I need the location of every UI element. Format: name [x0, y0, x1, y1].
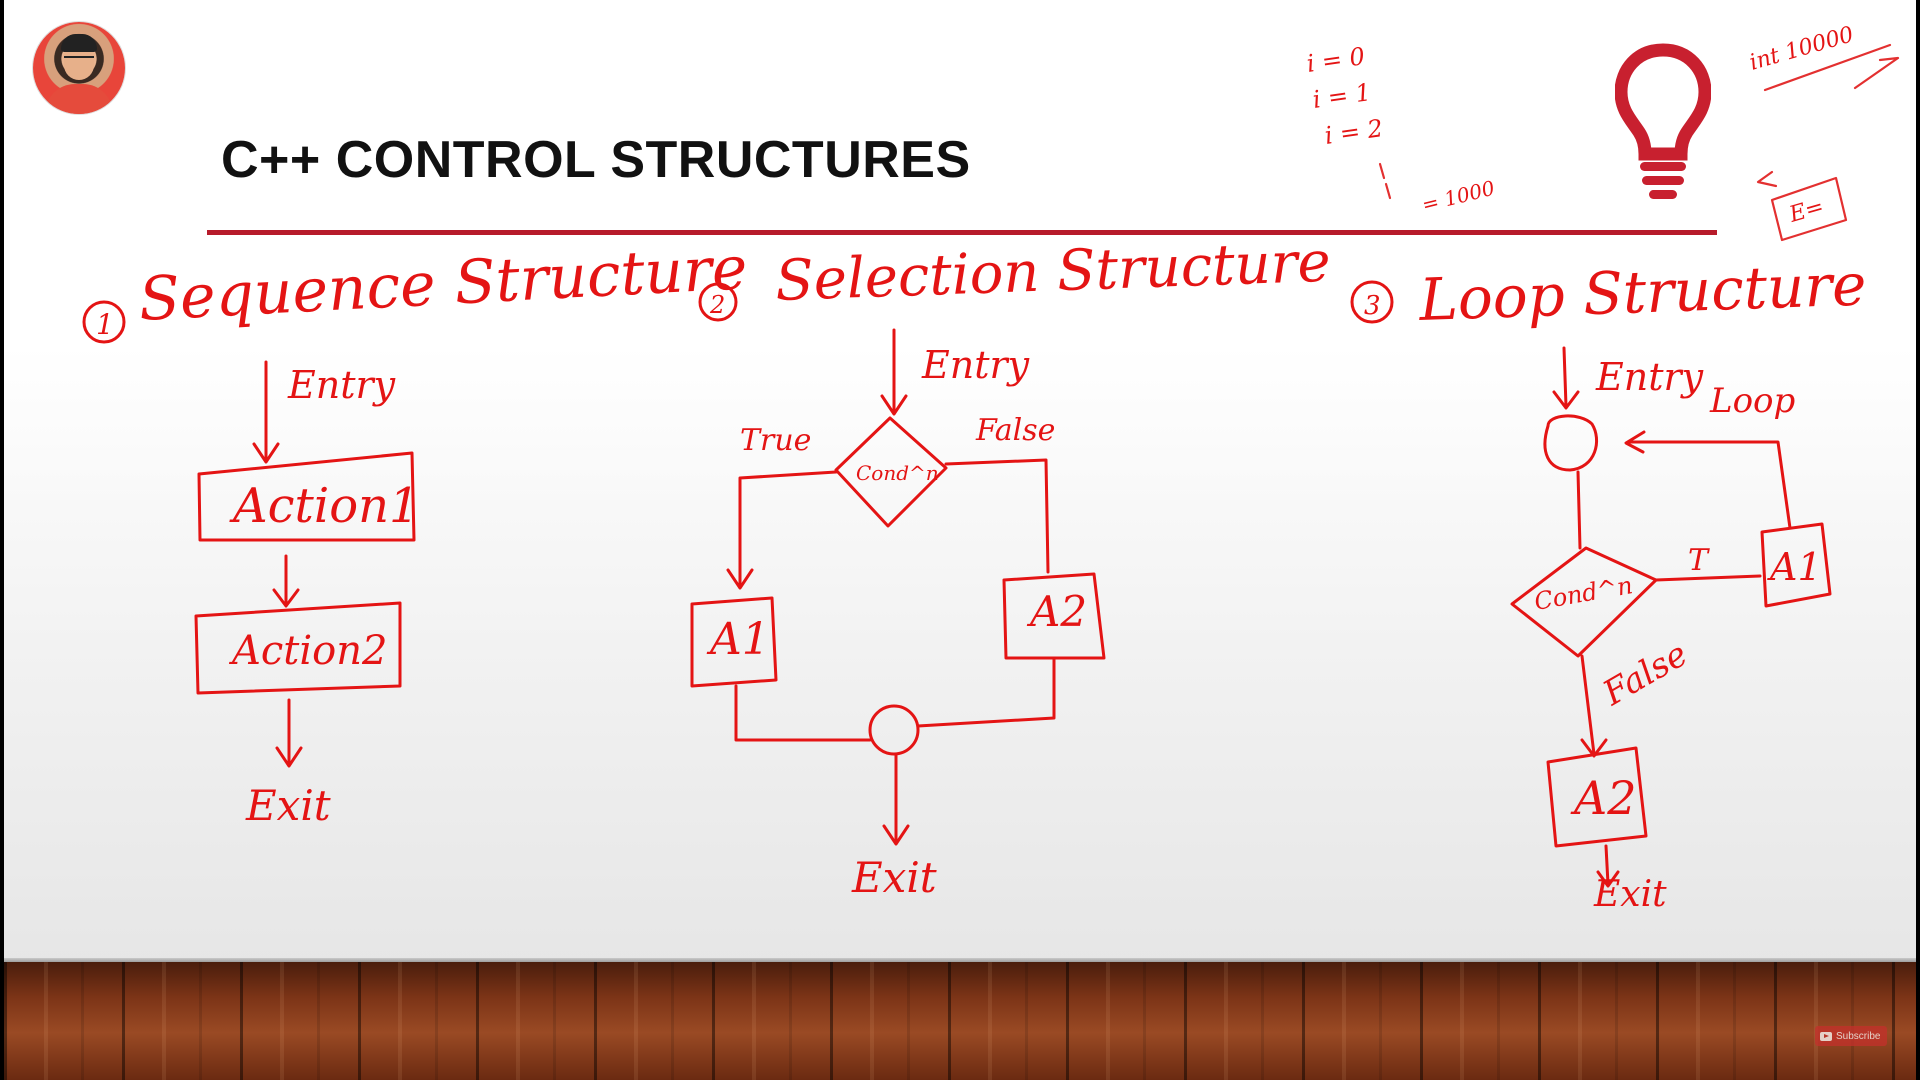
scribble-box — [1770, 176, 1848, 242]
selection-structure: 2 Selection Structure Entry Cond^n True … — [690, 230, 1332, 902]
loop-false-label: False — [1596, 634, 1695, 714]
scribble-lt — [1756, 170, 1778, 188]
selection-condition: Cond^n — [856, 461, 939, 485]
loop-true-label: T — [1688, 543, 1710, 578]
scribble-i1: i = 1 — [1311, 78, 1373, 114]
loop-entry-arrow — [1552, 346, 1580, 410]
sequence-entry-arrow — [252, 360, 280, 464]
selection-false-label: False — [975, 413, 1055, 448]
loop-node-to-cond — [1576, 470, 1582, 550]
number-2: 2 — [709, 291, 725, 319]
selection-exit-arrow — [882, 752, 910, 846]
lightbulb-icon — [1615, 43, 1711, 199]
action2-box — [194, 601, 402, 695]
loop-condition-diamond — [1510, 546, 1658, 658]
presenter-avatar — [33, 22, 125, 114]
loop-a1-box — [1760, 522, 1832, 608]
title-underline — [207, 230, 1717, 235]
selection-a1: A1 — [706, 614, 770, 665]
sequence-structure: 1 Sequence Structure Entry Action1 Actio… — [82, 233, 749, 830]
selection-join-circle — [868, 704, 920, 756]
number-3: 3 — [1364, 291, 1381, 321]
selection-a2-join — [916, 656, 1056, 728]
loop-back-arrow — [1624, 430, 1792, 530]
subscribe-label: Subscribe — [1836, 1030, 1881, 1042]
selection-condition-diamond — [834, 416, 948, 528]
selection-exit: Exit — [851, 853, 937, 902]
sequence-entry: Entry — [287, 363, 396, 407]
action2-label: Action2 — [228, 628, 387, 674]
sequence-arrow-2 — [272, 554, 300, 608]
selection-entry: Entry — [921, 343, 1030, 387]
scribble-int: int 10000 — [1747, 22, 1857, 76]
floor-edge — [4, 958, 1916, 964]
loop-join-node — [1543, 414, 1599, 472]
selection-a1-join — [734, 684, 872, 742]
scribble-i0: i = 0 — [1305, 42, 1367, 78]
loop-a2: A2 — [1570, 771, 1637, 825]
scribble-arrow — [1763, 43, 1900, 92]
selection-entry-arrow — [880, 328, 908, 416]
scribble-notes: i = 0 i = 1 i = 2 = 1000 int 10000 E= — [1305, 22, 1900, 242]
scribble-dots — [1378, 162, 1392, 200]
slide-title: C++ CONTROL STRUCTURES — [221, 131, 971, 189]
loop-entry: Entry — [1595, 355, 1704, 399]
selection-a2-box — [1002, 572, 1106, 660]
selection-a1-box — [690, 596, 778, 688]
loop-exit: Exit — [1593, 874, 1667, 915]
action1-label: Action1 — [229, 478, 420, 534]
number-1: 1 — [96, 308, 114, 341]
number-circle-3 — [1350, 280, 1394, 324]
scribble-eq: E= — [1786, 194, 1827, 228]
scribble-i2: i = 2 — [1323, 114, 1385, 150]
number-circle-2 — [698, 282, 738, 322]
loop-a1: A1 — [1767, 545, 1822, 589]
selection-heading: Selection Structure — [774, 230, 1331, 314]
number-circle-1 — [82, 300, 126, 344]
loop-a2-box — [1546, 746, 1648, 848]
sequence-heading: Sequence Structure — [137, 233, 749, 335]
loop-structure: 3 Loop Structure Entry Loop Cond^n T A1 … — [1350, 250, 1867, 915]
selection-a2: A2 — [1026, 587, 1087, 636]
selection-true-label: True — [740, 423, 811, 458]
selection-false-branch — [944, 458, 1050, 574]
youtube-icon — [1820, 1031, 1832, 1041]
loop-exit-arrow — [1596, 844, 1620, 888]
subscribe-button[interactable]: Subscribe — [1815, 1026, 1888, 1046]
loop-false-arrow — [1580, 654, 1608, 758]
sequence-exit-arrow — [275, 698, 303, 768]
sequence-exit: Exit — [245, 781, 331, 830]
loop-true-branch — [1654, 574, 1762, 582]
action1-box — [197, 451, 416, 542]
loop-heading: Loop Structure — [1417, 250, 1867, 334]
wooden-floor — [4, 962, 1916, 1080]
loop-label: Loop — [1709, 381, 1795, 421]
selection-true-branch — [726, 470, 838, 590]
scribble-i1000: = 1000 — [1419, 176, 1497, 217]
